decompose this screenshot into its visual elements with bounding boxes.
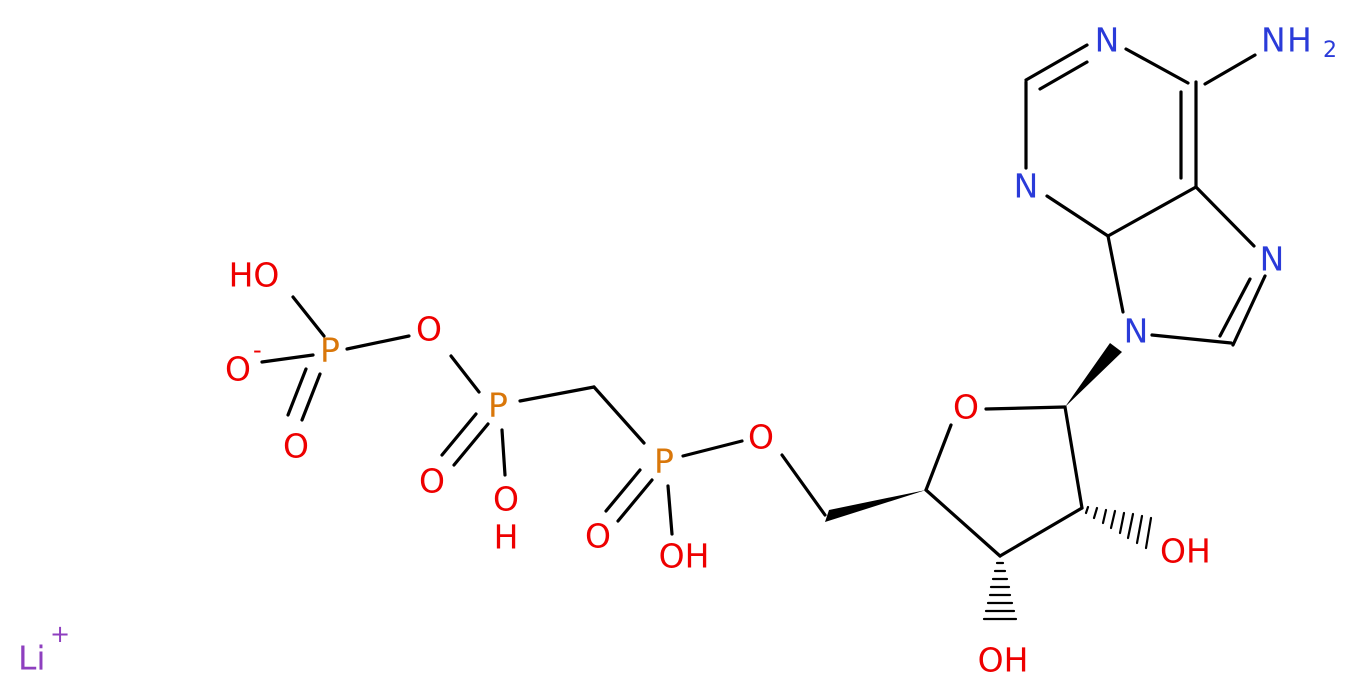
bond-pa-odbl-2 [604,468,642,513]
atom-li: Li [18,639,46,678]
atom-p-alpha: P [654,442,674,481]
bond-n1-c2 [1024,43,1089,82]
bond-pg-oh [291,295,326,338]
bond-c3r-c4r [924,488,1002,558]
bond-c1-c2r [1063,405,1084,510]
bond-o5-c5 [780,453,827,517]
atom-p-gamma: P [320,331,340,370]
atom-o5prime: O [748,418,774,457]
bond-ch2-pb [518,385,596,403]
bond-c5-n7 [1194,185,1256,248]
atom-pa-o-double: O [585,517,611,556]
bond-pa-ch2 [592,385,646,445]
stereo-bonds [825,343,1153,621]
atom-oh-3prime: OH [978,641,1029,680]
atom-pg-ho: HO [229,256,280,295]
bond-o4-c1 [984,405,1067,411]
atom-nh2-n: N [1261,21,1286,60]
bond-pa-odbl-1 [616,478,654,523]
atom-n7: N [1260,240,1285,279]
hash-c3-oh [982,561,1018,621]
atom-pg-minus-charge: - [253,336,262,364]
bond-c4-c5 [1106,185,1198,238]
bond-n7-c8 [1231,274,1267,347]
atom-n9: N [1124,312,1149,351]
atom-o4-ring: O [953,388,979,427]
atom-pb-o-double: O [419,462,445,501]
wedge-c4-c5 [825,490,926,522]
atom-pa-oh: OH [659,537,710,576]
atom-labels: N N N N N H 2 O OH OH O P O OH P O O H O… [18,21,1337,680]
atom-n3: N [1014,167,1039,206]
bond-pg-odbl-2 [286,367,308,417]
bond-c8-n9 [1150,333,1233,345]
atom-li-plus-charge: + [50,620,70,648]
bond-pb-oh [500,428,507,477]
atom-nh2-h: H [1287,21,1312,60]
bond-obr-pg [345,334,411,351]
atom-pg-o-minus: O [225,350,251,389]
bond-n1-c6 [1124,47,1190,85]
bond-pg-odbl-1 [300,372,322,422]
bond-pa-oh [666,484,674,536]
atom-pb-oh-o: O [493,480,519,519]
atom-o-bridge: O [416,310,442,349]
bond-c6-nh2 [1203,53,1257,86]
bond-pb-odbl-2 [440,412,478,457]
atom-n1: N [1095,21,1120,60]
atom-pb-oh-h: H [494,518,519,557]
bond-pg-ominus [260,353,315,364]
bond-c4r-o4 [924,423,953,492]
atom-pg-o-double: O [283,427,309,466]
bond-c2r-c3r [998,506,1084,558]
atom-nh2-subscript: 2 [1323,38,1337,63]
bond-n7-c8-inner [1218,277,1252,338]
hash-c2-oh [1084,505,1153,550]
bond-pa-o5 [681,439,744,458]
atom-p-beta: P [488,386,508,425]
bond-n3-c4 [1045,194,1110,238]
bond-n9-c4 [1106,234,1125,314]
bond-pb-odbl-1 [452,422,490,467]
bonds [260,43,1267,558]
bond-pb-obr [449,354,481,394]
atom-oh-2prime: OH [1160,532,1211,571]
bond-n1-c2-inner [1038,60,1089,91]
wedge-c1-n9 [1065,343,1122,407]
